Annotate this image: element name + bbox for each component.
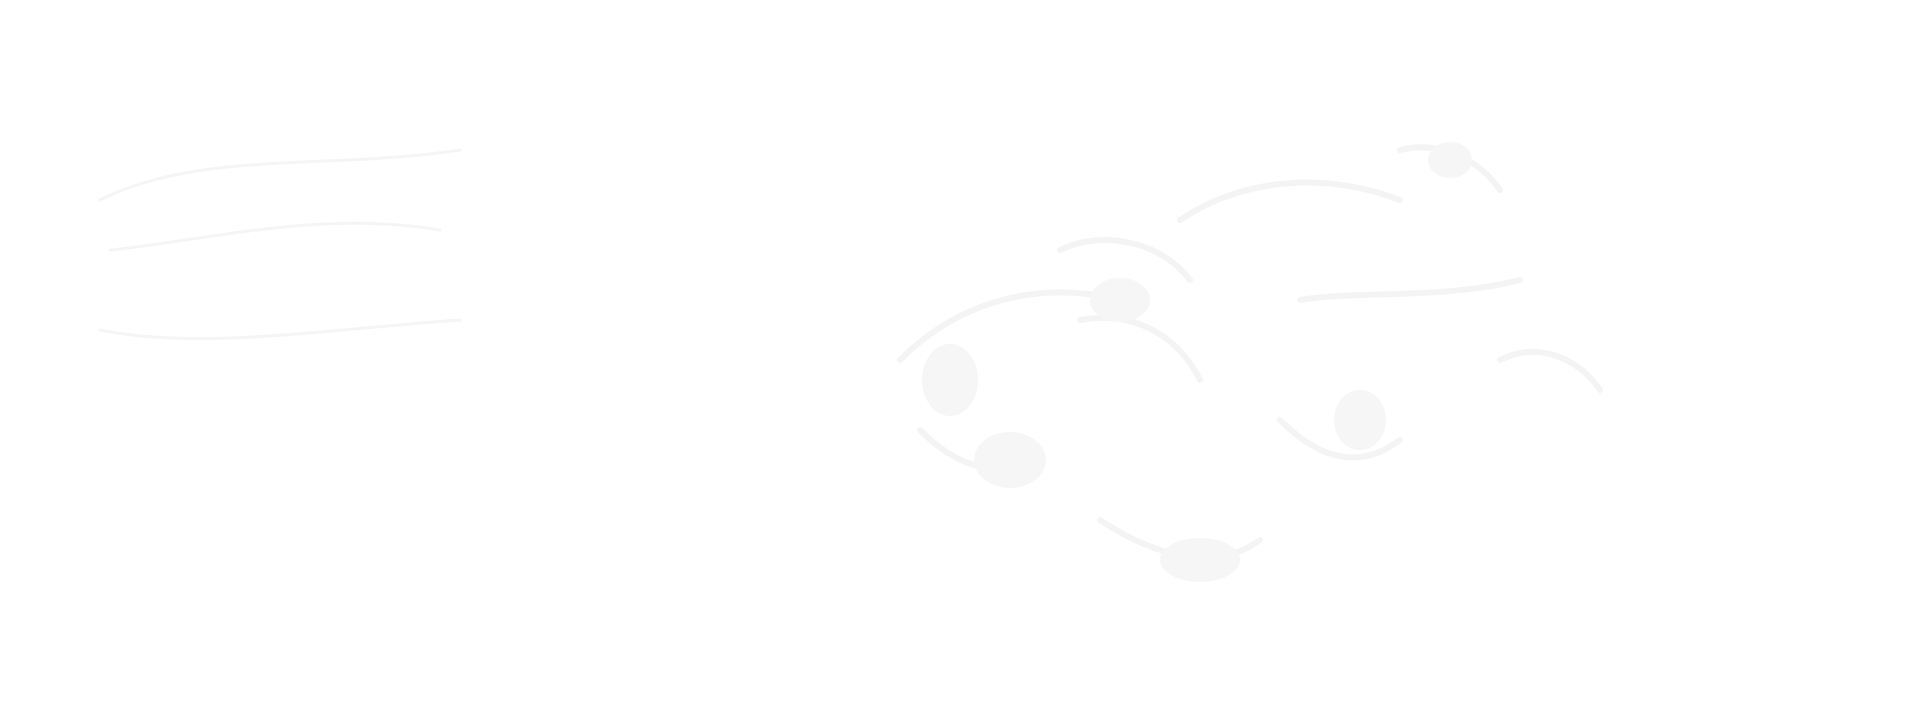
left-swoosh-icon xyxy=(98,148,462,341)
central-figure-blots-icon xyxy=(922,142,1472,582)
central-figure-icon xyxy=(897,144,1603,561)
